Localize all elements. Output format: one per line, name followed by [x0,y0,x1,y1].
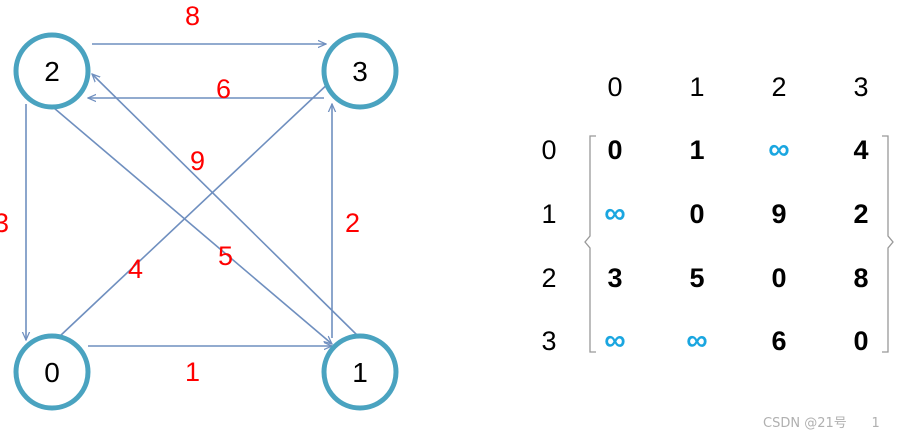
adjacency-matrix: 0 1 2 3 0 1 2 3 0 1 ∞ 4 ∞ 0 9 2 3 5 0 8 ∞ ∞ 6 0 [541,72,894,357]
matrix-cell: 0 [771,263,786,293]
weight-2-1: 5 [218,241,233,271]
graph-node-0: 0 [13,333,91,411]
edge-0-to-3 [59,80,332,337]
matrix-cell: 2 [853,199,868,229]
weight-3-2: 6 [216,74,231,104]
edge-2-to-1 [53,107,332,344]
weight-1-2: 9 [190,146,205,176]
matrix-cell: 8 [853,263,868,293]
matrix-cell: 1 [689,135,704,165]
graph-node-1: 1 [321,333,399,411]
col-header: 2 [771,72,786,102]
node-1-label: 1 [352,357,368,388]
weight-2-0: 3 [0,208,9,238]
matrix-cell: ∞ [604,197,625,230]
node-1-circle [321,333,399,411]
graph-node-3: 3 [321,32,399,110]
weight-0-1: 1 [185,357,200,387]
node-0-circle [13,333,91,411]
weight-1-3: 2 [345,208,360,238]
row-header: 3 [541,326,556,356]
edges [26,44,359,346]
matrix-cell: 0 [607,135,622,165]
graph: 8 6 9 5 4 2 3 1 2 3 0 1 [0,1,399,411]
col-header: 0 [607,72,622,102]
node-0-label: 0 [44,357,60,388]
node-3-circle [321,32,399,110]
node-2-circle [13,32,91,110]
row-headers: 0 1 2 3 [541,135,556,356]
matrix-cell: 0 [853,326,868,356]
matrix-cell: ∞ [768,133,789,166]
left-bracket [584,135,596,353]
edge-1-to-2 [92,74,359,337]
edge-weights: 8 6 9 5 4 2 3 1 [0,1,360,387]
row-header: 0 [541,135,556,165]
matrix-cell: ∞ [604,324,625,357]
matrix-cell: 6 [771,326,786,356]
weight-0-3: 4 [128,254,143,284]
col-header: 1 [689,72,704,102]
matrix-cells: 0 1 ∞ 4 ∞ 0 9 2 3 5 0 8 ∞ ∞ 6 0 [604,133,868,357]
column-headers: 0 1 2 3 [607,72,868,102]
matrix-cell: 5 [689,263,704,293]
weight-2-3: 8 [185,1,200,31]
graph-node-2: 2 [13,32,91,110]
watermark: CSDN @21号 1 [763,416,880,431]
matrix-cell: 9 [771,199,786,229]
matrix-cell: ∞ [686,324,707,357]
node-2-label: 2 [44,56,60,87]
matrix-cell: 3 [607,263,622,293]
row-header: 2 [541,263,556,293]
matrix-cell: 0 [689,199,704,229]
matrix-cell: 4 [853,135,868,165]
node-3-label: 3 [352,56,368,87]
row-header: 1 [541,199,556,229]
col-header: 3 [853,72,868,102]
right-bracket [882,135,894,353]
